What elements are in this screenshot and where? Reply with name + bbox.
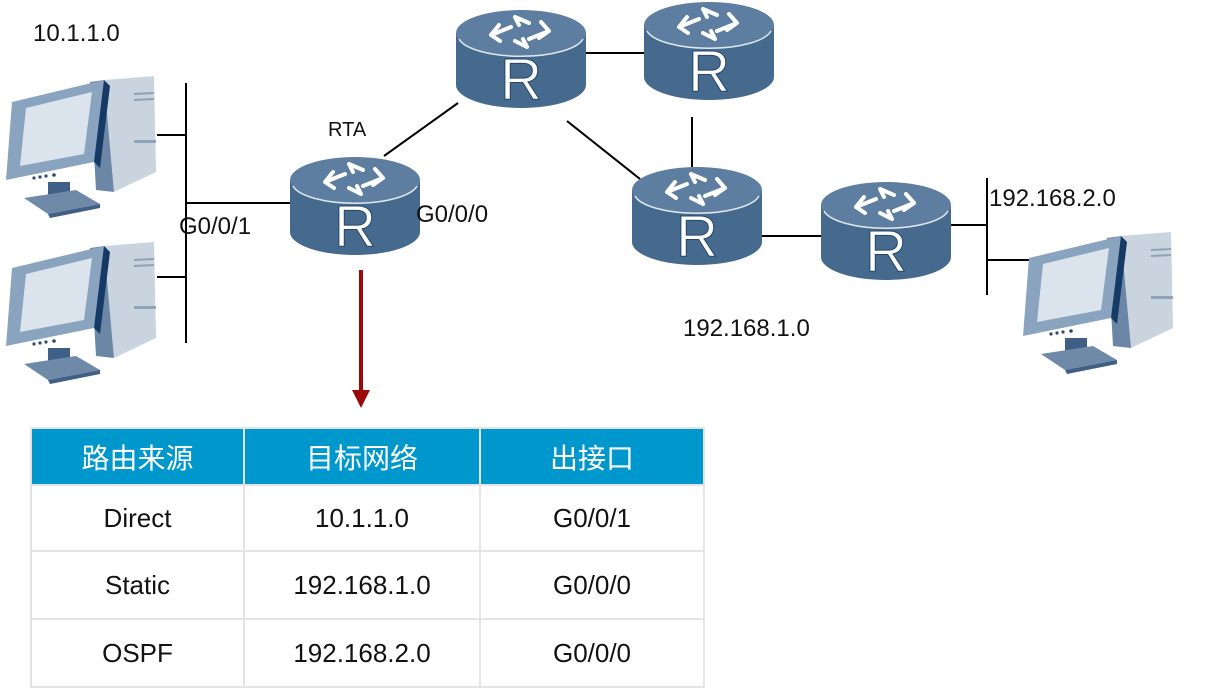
header-route-source: 路由来源 bbox=[30, 427, 245, 486]
cell-route-source: Direct bbox=[30, 484, 245, 552]
router-a-name-label: RTA bbox=[328, 119, 367, 141]
router-middle-icon bbox=[630, 165, 764, 271]
table-row: OSPF 192.168.2.0 G0/0/0 bbox=[30, 618, 705, 688]
router-top-right-icon bbox=[642, 0, 776, 106]
middle-network-label: 192.168.1.0 bbox=[683, 315, 810, 342]
routing-table-header: 路由来源 目标网络 出接口 bbox=[30, 427, 705, 486]
router-top-left-icon bbox=[454, 8, 588, 114]
routing-table: 路由来源 目标网络 出接口 Direct 10.1.1.0 G0/0/1 Sta… bbox=[30, 427, 705, 688]
routing-table-arrow bbox=[352, 270, 370, 408]
header-destination-network: 目标网络 bbox=[243, 427, 481, 486]
router-rta-icon bbox=[288, 155, 422, 261]
cell-destination-network: 192.168.1.0 bbox=[243, 550, 481, 620]
cell-route-source: Static bbox=[30, 550, 245, 620]
lan-right-network-label: 192.168.2.0 bbox=[989, 185, 1116, 212]
pc-right-icon bbox=[1022, 231, 1174, 375]
cell-outbound-interface: G0/0/1 bbox=[479, 484, 705, 552]
link-rta-router-top-left bbox=[383, 102, 459, 157]
rta-interface-wan-label: G0/0/0 bbox=[416, 201, 489, 228]
cell-outbound-interface: G0/0/0 bbox=[479, 550, 705, 620]
pc-left-2-icon bbox=[5, 241, 157, 385]
router-edge-icon bbox=[819, 180, 953, 286]
lan-left-network-label: 10.1.1.0 bbox=[33, 20, 120, 47]
pc-left-1-icon bbox=[5, 75, 157, 219]
rta-interface-lan-label: G0/0/1 bbox=[179, 213, 252, 240]
links bbox=[157, 52, 1040, 343]
cell-route-source: OSPF bbox=[30, 618, 245, 688]
link-router-top-left-middle bbox=[566, 120, 641, 180]
cell-outbound-interface: G0/0/0 bbox=[479, 618, 705, 688]
cell-destination-network: 192.168.2.0 bbox=[243, 618, 481, 688]
table-row: Static 192.168.1.0 G0/0/0 bbox=[30, 550, 705, 620]
header-outbound-interface: 出接口 bbox=[479, 427, 705, 486]
table-row: Direct 10.1.1.0 G0/0/1 bbox=[30, 484, 705, 552]
cell-destination-network: 10.1.1.0 bbox=[243, 484, 481, 552]
